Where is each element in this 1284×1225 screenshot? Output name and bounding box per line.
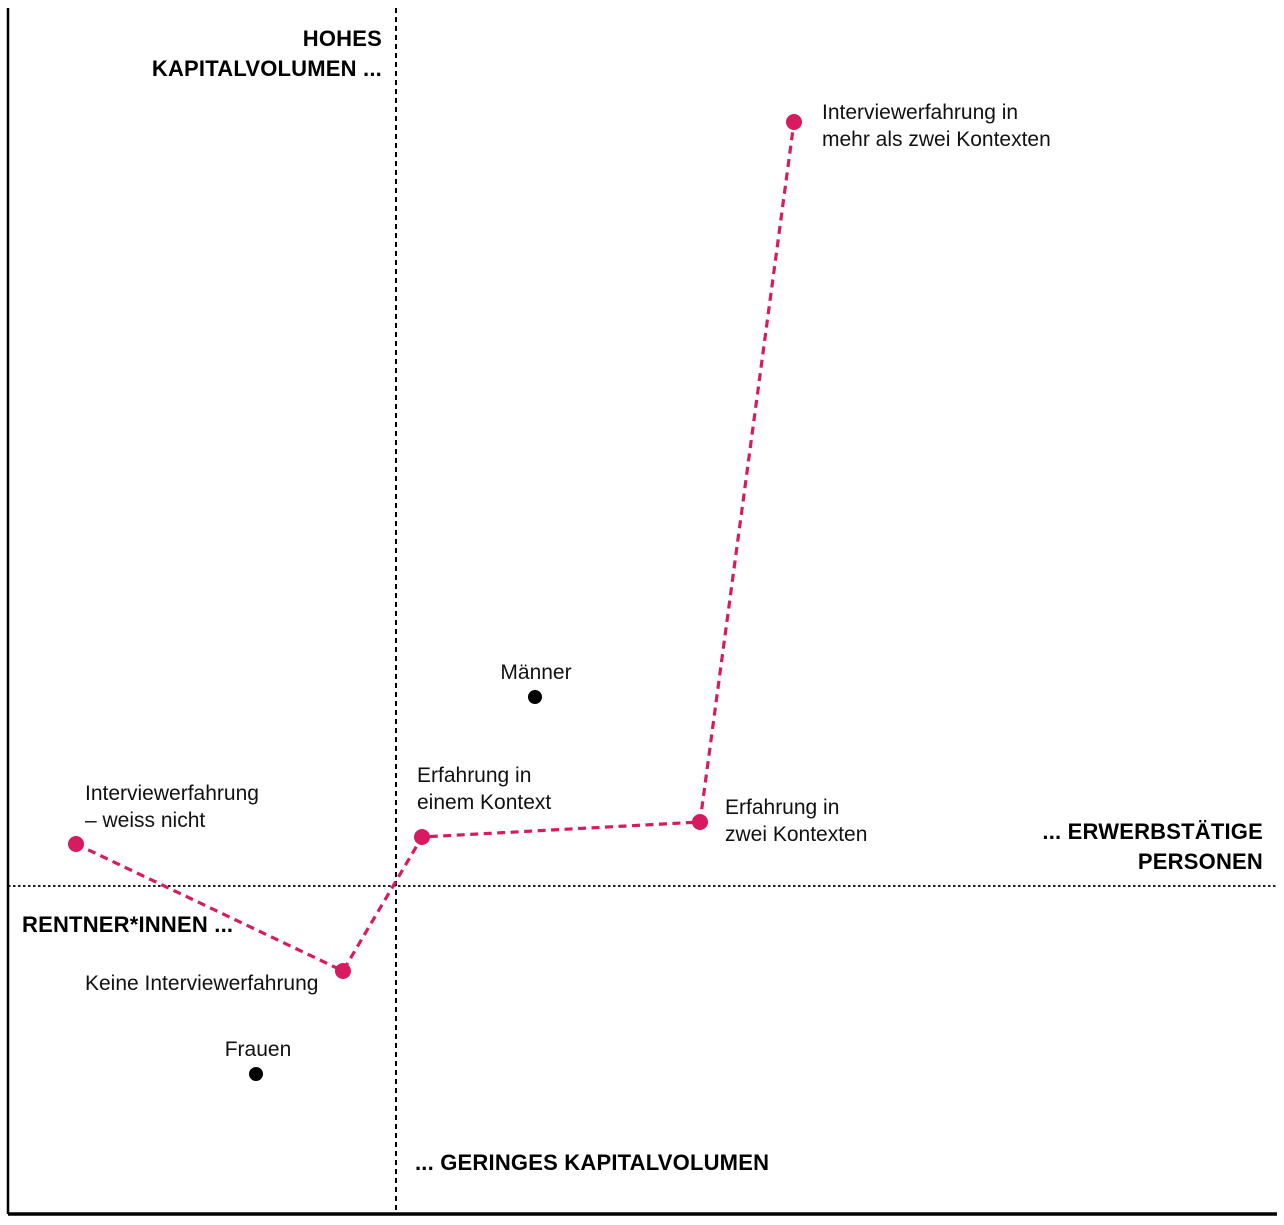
data-point [786,114,802,130]
data-point [692,814,708,830]
interviewer-experience-trajectory-line [75,121,796,974]
data-point [528,690,542,704]
data-point [68,836,84,852]
data-point [249,1067,263,1081]
axis-label-high-capital: HOHES KAPITALVOLUMEN ... [151,26,382,81]
data-point [414,829,430,845]
data-point [335,963,351,979]
axis-label-low-capital: ... GERINGES KAPITALVOLUMEN [415,1150,770,1175]
axis-label-employed-persons: ... ERWERBSTÄTIGE PERSONEN [1042,819,1263,874]
axis-label-pensioners: RENTNER*INNEN ... [22,912,234,937]
